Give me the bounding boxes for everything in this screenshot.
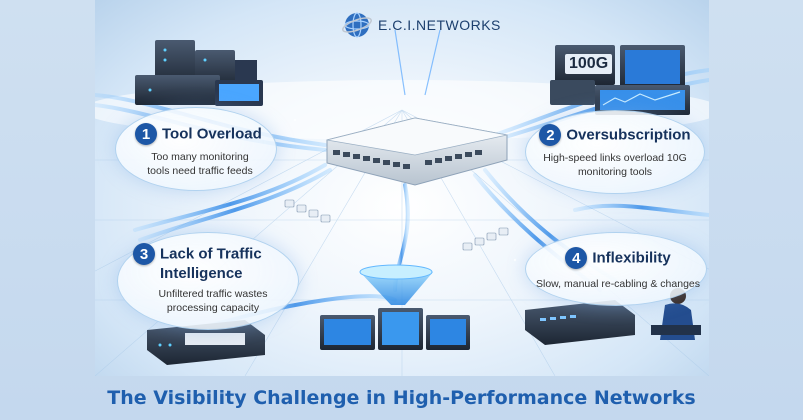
brand-logo: E.C.I.NETWORKS [342,10,501,40]
bandwidth-badge: 100G [565,54,613,74]
item-number: 2 [539,124,562,146]
item-desc: monitoring tools [577,166,653,178]
item-title: Inflexibility [592,249,671,267]
item-number: 4 [565,247,588,269]
illustration: E.C.I.NETWORKS 1 Tool Overload Too many m… [95,0,709,376]
item-desc: processing capacity [166,302,260,314]
item-number: 3 [133,243,155,265]
item-title: Tool Overload [162,125,262,143]
bubble-inflexibility [525,232,707,306]
item-title: Lack of Traffic [160,245,262,263]
item-traffic-intelligence: 3 Lack of Traffic Intelligence Unfiltered… [133,243,293,315]
item-desc: Too many monitoring [151,151,249,163]
bubble-tool-overload [115,107,277,191]
caption: The Visibility Challenge in High-Perform… [0,376,803,420]
globe-icon [342,12,372,38]
item-tool-overload: 1 Tool Overload Too many monitoring tools … [135,123,265,178]
bubble-oversubscription [525,110,705,194]
brand-name: E.C.I.NETWORKS [378,17,501,33]
item-desc: High-speed links overload 10G [543,152,687,164]
item-desc: tools need traffic feeds [147,165,253,177]
item-title: Intelligence [160,265,243,282]
item-number: 1 [135,123,157,145]
item-desc: Slow, manual re-cabling & changes [535,278,700,290]
caption-text: The Visibility Challenge in High-Perform… [107,387,696,409]
item-title: Oversubscription [566,126,691,144]
item-desc: Unfiltered traffic wastes [158,288,268,300]
